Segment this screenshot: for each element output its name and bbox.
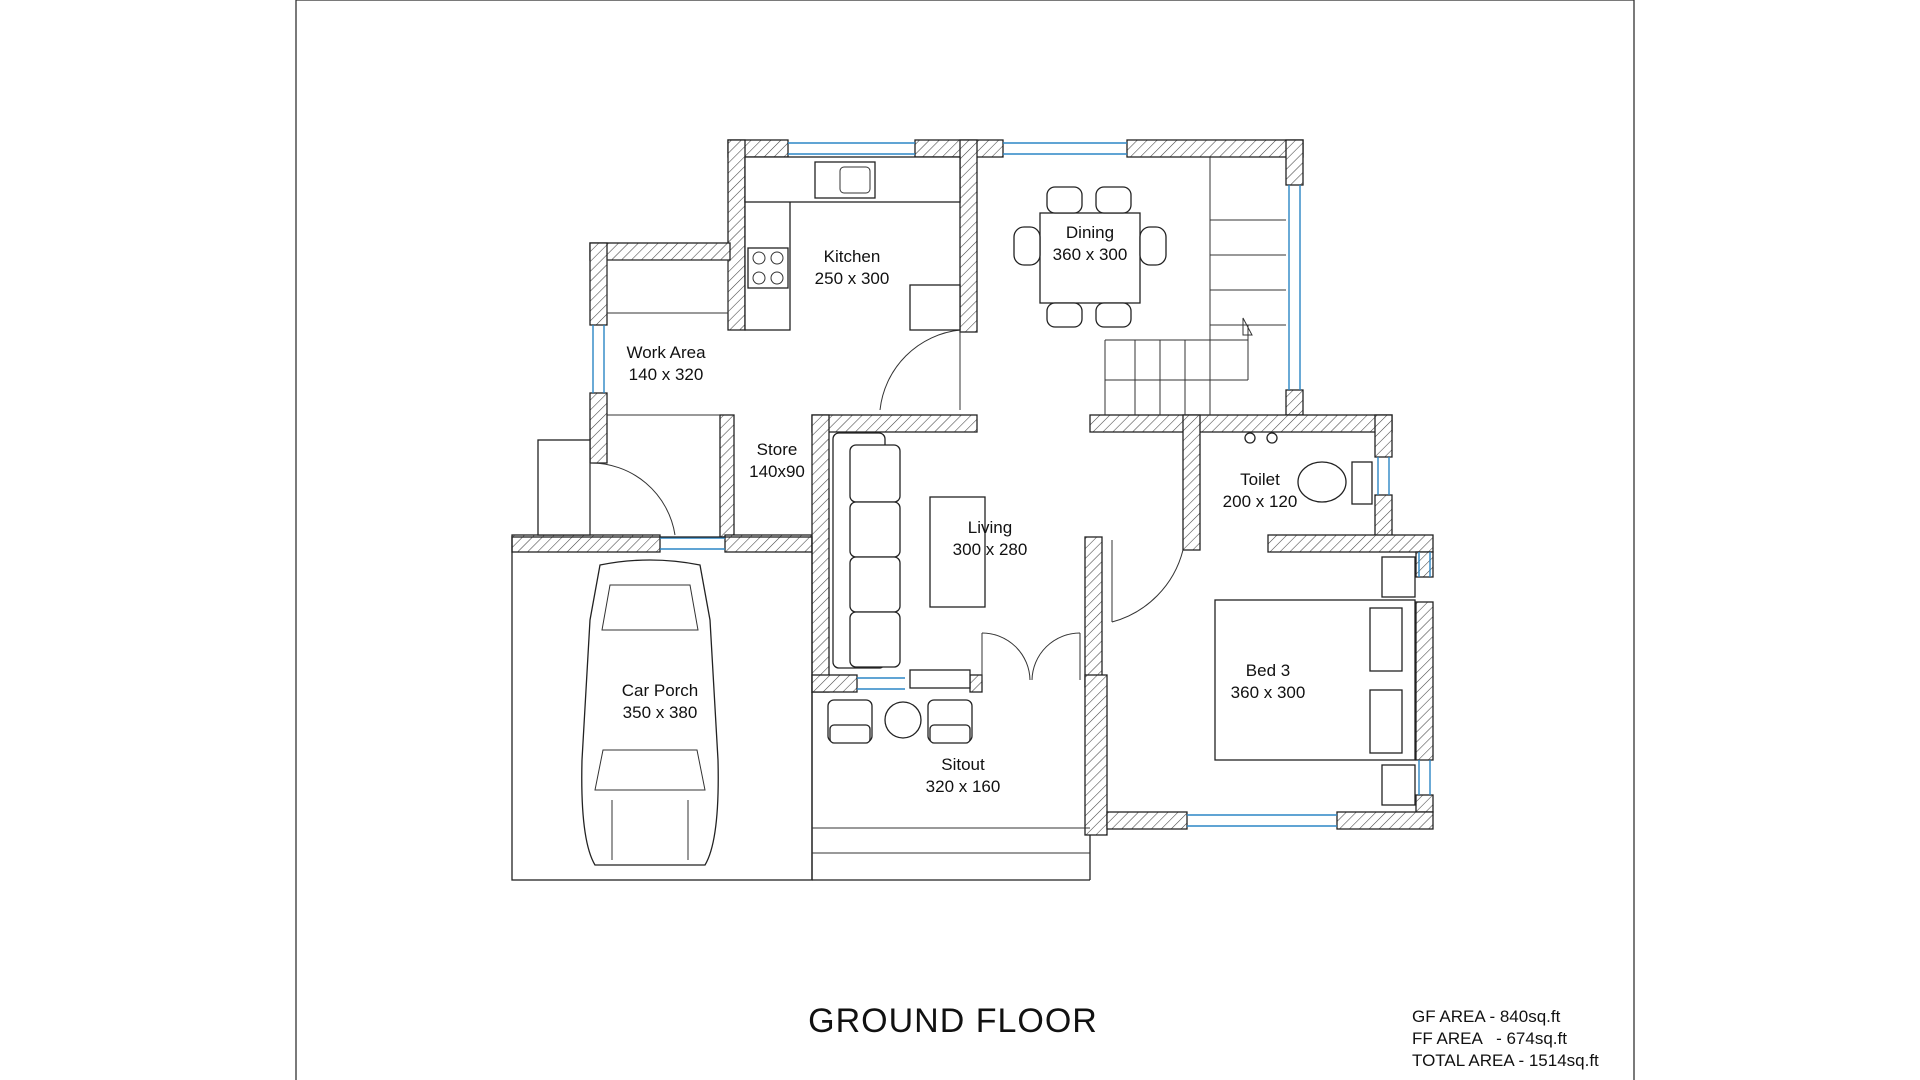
staircase	[1104, 157, 1286, 415]
walls	[511, 139, 1434, 836]
dining-table-icon	[1013, 186, 1167, 328]
room-name-dining: Dining	[1066, 223, 1114, 242]
room-name-bed3: Bed 3	[1246, 661, 1290, 680]
coffee-table-icon	[929, 496, 986, 608]
room-name-living: Living	[968, 518, 1012, 537]
room-size-kitchen: 250 x 300	[815, 269, 890, 288]
gf-area-text: GF AREA - 840sq.ft	[1412, 1007, 1561, 1026]
total-area-text: TOTAL AREA - 1514sq.ft	[1412, 1051, 1599, 1070]
room-size-bed3: 360 x 300	[1231, 683, 1306, 702]
stove-icon	[747, 247, 789, 289]
car-icon	[581, 559, 719, 866]
sofa-icon	[832, 432, 901, 669]
ff-area-text: FF AREA - 674sq.ft	[1412, 1029, 1567, 1048]
sheet-border	[295, 0, 1635, 1080]
room-name-kitchen: Kitchen	[824, 247, 881, 266]
tv-unit-icon	[909, 669, 971, 689]
room-size-store: 140x90	[749, 462, 805, 481]
room-size-toilet: 200 x 120	[1223, 492, 1298, 511]
room-size-car-porch: 350 x 380	[623, 703, 698, 722]
sink-icon	[814, 161, 876, 199]
bed-icon	[1214, 556, 1416, 806]
room-name-toilet: Toilet	[1240, 470, 1280, 489]
room-name-store: Store	[757, 440, 798, 459]
room-name-car-porch: Car Porch	[622, 681, 699, 700]
plan-title: GROUND FLOOR	[808, 1002, 1098, 1040]
toilet-fittings-icon	[1244, 432, 1373, 505]
doors	[537, 329, 1184, 681]
sitout-chairs-icon	[827, 699, 973, 744]
windows	[592, 142, 1431, 827]
kitchen-fittings	[744, 156, 961, 331]
room-name-work-area: Work Area	[626, 343, 706, 362]
outer-lines	[511, 259, 1091, 881]
room-size-work-area: 140 x 320	[629, 365, 704, 384]
room-size-dining: 360 x 300	[1053, 245, 1128, 264]
room-size-living: 300 x 280	[953, 540, 1028, 559]
room-size-sitout: 320 x 160	[926, 777, 1001, 796]
room-name-sitout: Sitout	[941, 755, 985, 774]
